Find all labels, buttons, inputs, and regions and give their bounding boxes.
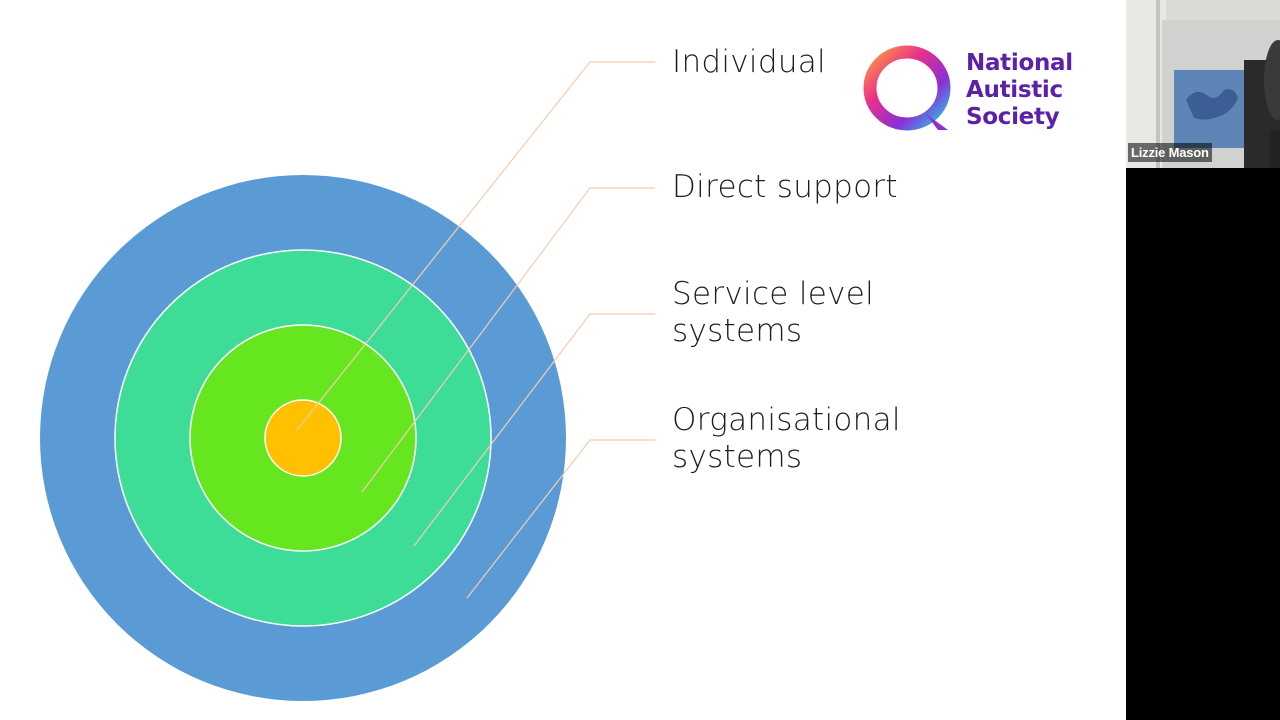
service-level-leader-line	[413, 313, 655, 547]
organisational-leader-line	[466, 439, 655, 599]
label-service-level-systems: Service level systems	[672, 276, 875, 349]
label-direct-support: Direct support	[672, 169, 898, 205]
video-participants-panel: Lizzie Mason	[1126, 0, 1280, 720]
national-autistic-society-logo: National Autistic Society	[860, 44, 1085, 136]
label-organisational-systems: Organisational systems	[672, 402, 901, 475]
direct-support-leader-line	[361, 187, 655, 493]
participant-name-tag: Lizzie Mason	[1128, 143, 1212, 162]
label-individual: Individual	[672, 44, 826, 80]
concentric-circles-diagram	[40, 61, 655, 701]
individual-core	[264, 399, 342, 477]
presentation-slide: Individual Direct support Service level …	[0, 0, 1126, 720]
individual-leader-line	[296, 61, 655, 431]
logo-text: National Autistic Society	[966, 50, 1073, 130]
logo-ring-icon	[863, 45, 951, 131]
participant-video-tile[interactable]: Lizzie Mason	[1126, 0, 1280, 168]
